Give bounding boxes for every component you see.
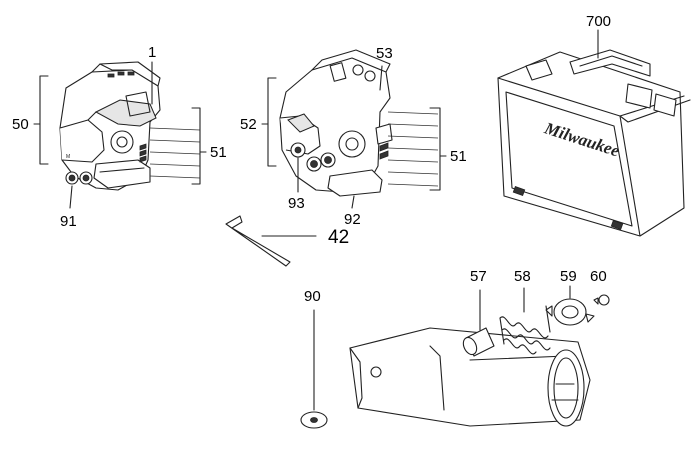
leader-91 [69,185,73,209]
pin-60 [593,294,610,306]
callout-53: 53 [376,45,393,62]
callout-1: 1 [148,44,156,61]
washer-90 [300,411,328,429]
callout-91: 91 [60,213,77,230]
bracket-51-left [191,107,207,185]
callout-60: 60 [590,268,607,285]
callout-42: 42 [328,227,349,248]
callout-52: 52 [240,116,257,133]
callout-51-left: 51 [210,144,227,161]
callout-93: 93 [288,195,305,212]
leader-92 [351,195,355,209]
callout-51-right: 51 [450,148,467,165]
callout-700: 700 [586,13,611,30]
tool-head-middle [279,49,439,197]
leader-53 [379,65,383,91]
bracket-52 [261,77,277,167]
callout-92: 92 [344,211,361,228]
bracket-50 [33,75,49,165]
bracket-51-right [429,107,447,191]
tool-head-left: M [59,61,201,191]
callout-59: 59 [560,268,577,285]
svg-text:M: M [66,154,70,160]
callout-90: 90 [304,288,321,305]
sleeve-57 [462,327,495,357]
callout-58: 58 [514,268,531,285]
lock-ring-59 [545,298,595,326]
carry-case-700: Milwaukee [497,49,691,237]
callout-57: 57 [470,268,487,285]
hex-key-42 [225,215,291,267]
callout-50: 50 [12,116,29,133]
